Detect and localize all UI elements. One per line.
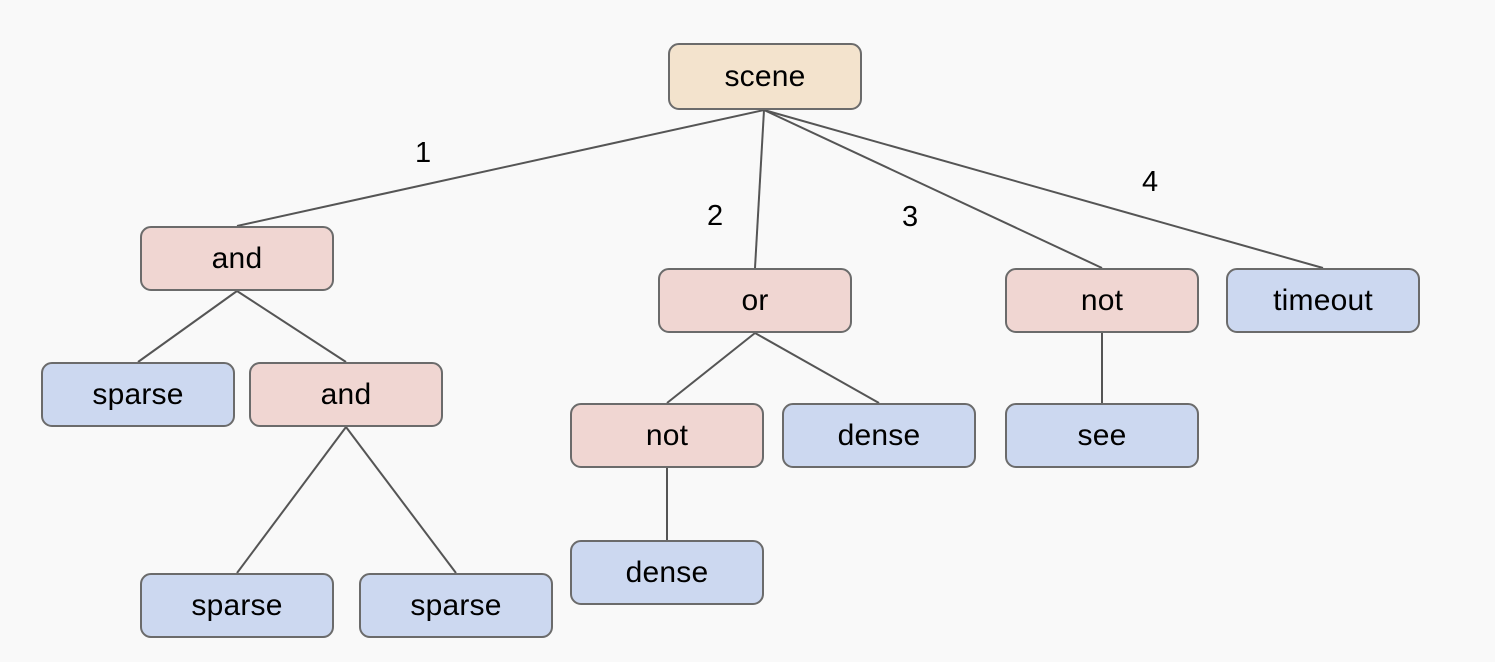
- tree-node-label: sparse: [92, 377, 184, 411]
- edge-label-4: 4: [1142, 166, 1159, 198]
- edge-label-2: 2: [707, 200, 724, 232]
- tree-node-label: not: [1080, 283, 1124, 317]
- tree-node-label: and: [211, 241, 263, 275]
- tree-node-label: not: [645, 418, 689, 452]
- tree-node-see[interactable]: see: [1005, 403, 1199, 468]
- tree-node-label: dense: [837, 418, 921, 452]
- tree-node-dense1[interactable]: dense: [782, 403, 976, 468]
- edge-label-1: 1: [415, 137, 432, 169]
- tree-node-dense2[interactable]: dense: [570, 540, 764, 605]
- tree-node-label: sparse: [410, 588, 502, 622]
- tree-edge-and2-to-sparse2: [236, 426, 347, 574]
- tree-node-timeout[interactable]: timeout: [1226, 268, 1420, 333]
- tree-edge-or1-to-not1: [666, 332, 756, 404]
- tree-node-not1[interactable]: not: [570, 403, 764, 468]
- tree-edge-and2-to-sparse3: [345, 426, 457, 574]
- tree-node-sparse3[interactable]: sparse: [359, 573, 553, 638]
- tree-node-or1[interactable]: or: [658, 268, 852, 333]
- tree-node-label: timeout: [1273, 283, 1373, 317]
- tree-node-label: scene: [724, 59, 806, 93]
- tree-node-and2[interactable]: and: [249, 362, 443, 427]
- tree-node-label: or: [741, 283, 769, 317]
- tree-node-sparse1[interactable]: sparse: [41, 362, 235, 427]
- tree-node-label: see: [1077, 418, 1127, 452]
- tree-edge-scene-to-or1: [754, 109, 765, 269]
- tree-node-sparse2[interactable]: sparse: [140, 573, 334, 638]
- tree-edge-and1-to-and2: [236, 290, 347, 363]
- tree-node-and1[interactable]: and: [140, 226, 334, 291]
- tree-node-label: and: [320, 377, 372, 411]
- tree-edge-scene-to-and1: [236, 109, 765, 227]
- tree-edge-and1-to-sparse1: [137, 290, 238, 363]
- tree-edge-or1-to-dense1: [754, 332, 880, 404]
- tree-edge-scene-to-not2: [763, 109, 1103, 269]
- tree-node-label: dense: [625, 555, 709, 589]
- tree-node-scene[interactable]: scene: [668, 43, 862, 110]
- tree-node-not2[interactable]: not: [1005, 268, 1199, 333]
- edge-label-3: 3: [902, 201, 919, 233]
- tree-node-label: sparse: [191, 588, 283, 622]
- tree-edge-scene-to-timeout: [763, 109, 1324, 269]
